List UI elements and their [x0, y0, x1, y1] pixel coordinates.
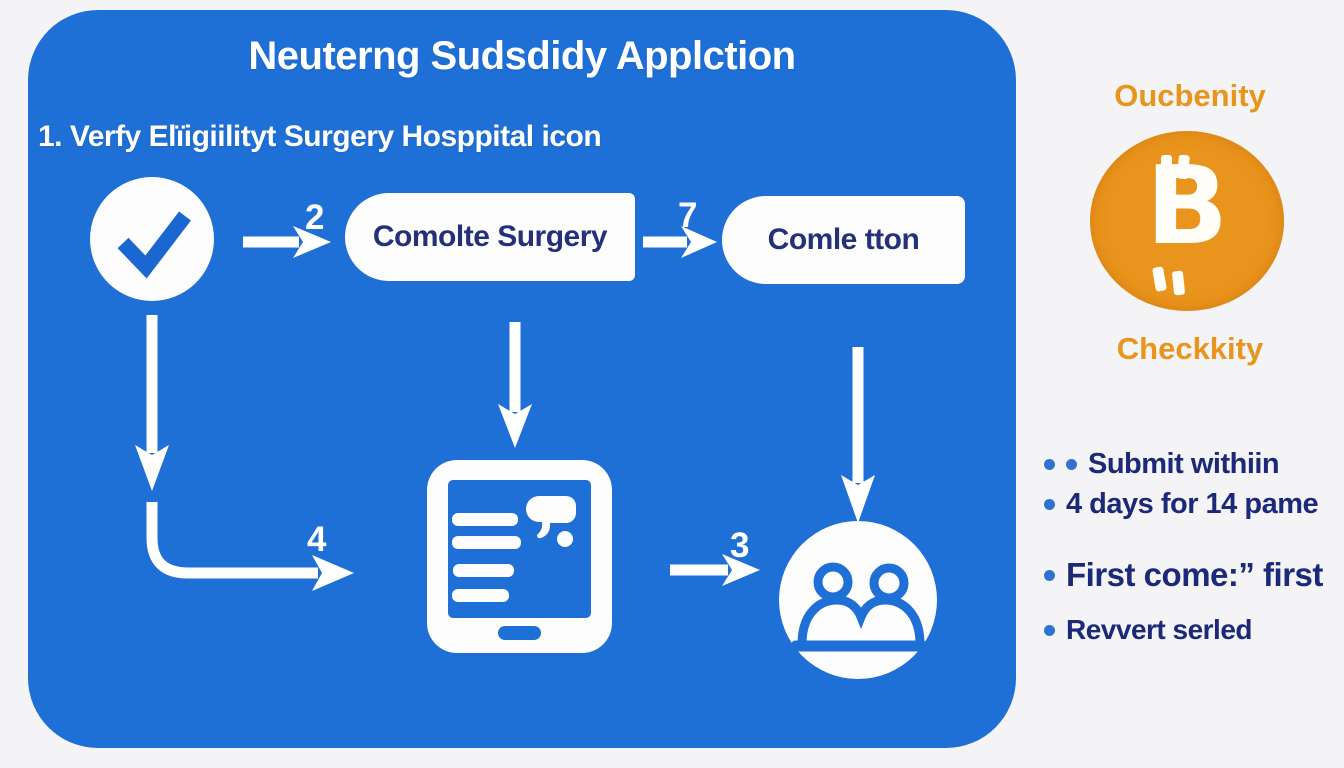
bullet-item-submit: Submit withiin [1044, 448, 1280, 481]
coin-stem-icon [1151, 266, 1168, 292]
coin-top-label: Oucbenity [1114, 78, 1266, 113]
flow-box-surgery: Comolte Surgery [345, 193, 635, 281]
arrow-right-step7-icon [643, 226, 717, 258]
step-subtitle: 1. Verfy Elïigiilityt Surgery Hosppital … [38, 120, 602, 153]
arrow-right-step2-icon [243, 226, 331, 258]
bullet-dot-icon [1066, 459, 1077, 470]
arrow-elbow-right-icon [146, 502, 354, 591]
tablet-form-icon [427, 460, 612, 653]
coin-stem-icon [1171, 270, 1186, 296]
bullet-dot-icon [1044, 499, 1055, 510]
bullet-text: Revvert serled [1066, 614, 1253, 645]
arrow-down-right-icon [841, 347, 875, 523]
step-number-4: 4 [307, 520, 327, 559]
bullet-dot-icon [1044, 569, 1055, 581]
bullet-dot-icon [1044, 624, 1055, 636]
arrow-right-step3-icon [670, 554, 760, 586]
coin-stem-icon [1177, 154, 1190, 180]
page-title: Neuterng Sudsdidy Applction [248, 34, 796, 78]
application-flow-panel: Neuterng Sudsdidy Applction 1. Verfy Elï… [28, 10, 1016, 748]
flow-box-completion: Comle tton [722, 196, 965, 284]
step-number-2: 2 [305, 198, 325, 237]
bullet-item-served: Revvert serled [1044, 614, 1253, 646]
bullet-text: First come:” first [1066, 556, 1323, 593]
flow-box-surgery-label: Comolte Surgery [372, 220, 608, 253]
bullet-dot-icon [1044, 459, 1055, 470]
step-number-7: 7 [678, 196, 698, 235]
flow-box-completion-label: Comle tton [767, 223, 920, 256]
arrow-down-left-icon [135, 315, 169, 491]
bullet-text: 4 days for 14 pame [1066, 488, 1319, 520]
bitcoin-coin-icon: B [1090, 131, 1284, 311]
checkmark-circle-icon [90, 177, 214, 301]
coin-stem-icon [1161, 155, 1172, 179]
bullet-text: Submit withiin [1088, 448, 1280, 480]
coin-bottom-label: Checkkity [1116, 331, 1264, 366]
bullet-item-first-come: First come:” first [1044, 556, 1323, 594]
people-circle-icon [779, 521, 937, 679]
arrow-down-middle-icon [498, 322, 532, 448]
step-number-3: 3 [730, 526, 750, 565]
bullet-item-days: 4 days for 14 pame [1044, 488, 1319, 521]
